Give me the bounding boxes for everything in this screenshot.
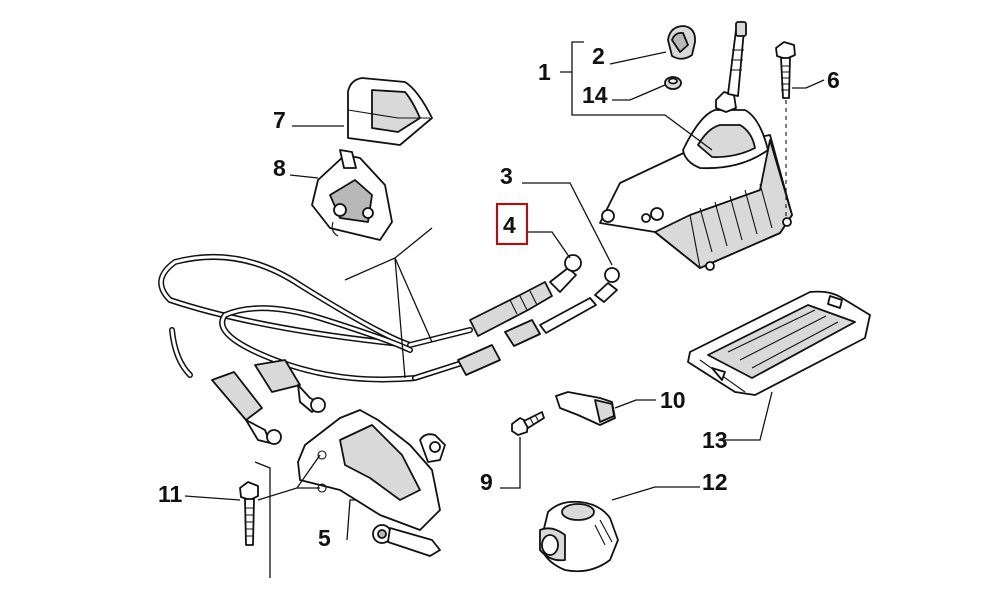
callout-11: 11 xyxy=(158,481,183,507)
part-10-bracket xyxy=(555,391,616,426)
callout-4: 4 xyxy=(503,212,516,238)
callout-2: 2 xyxy=(592,43,605,69)
part-3-select-cable xyxy=(219,267,620,413)
part-13-tray xyxy=(687,290,871,396)
callout-5: 5 xyxy=(318,525,331,551)
callout-1: 1 xyxy=(538,59,551,85)
highlight-box-4 xyxy=(496,203,528,245)
callout-8: 8 xyxy=(273,155,286,181)
callout-7: 7 xyxy=(273,107,286,133)
part-5-gearbox-bracket xyxy=(297,409,446,557)
part-2-gear-knob xyxy=(667,25,696,60)
callout-6: 6 xyxy=(827,67,840,93)
callout-9: 9 xyxy=(480,469,493,495)
part-6-bolt xyxy=(775,41,796,218)
leader-lines xyxy=(184,41,825,578)
callout-labels: 1 2 14 6 7 8 3 4 10 13 11 9 12 5 xyxy=(158,43,840,551)
part-7-cover xyxy=(347,77,433,146)
part-12-coupler xyxy=(539,500,619,573)
part-1-gear-lever-housing xyxy=(599,21,793,271)
part-4-shift-cable xyxy=(158,254,582,445)
callout-10: 10 xyxy=(660,387,686,413)
part-9-screw xyxy=(511,411,545,436)
callout-12: 12 xyxy=(702,469,728,495)
callout-3: 3 xyxy=(500,163,513,189)
callout-14: 14 xyxy=(582,82,608,108)
part-8-bracket-mechanism xyxy=(311,149,393,241)
callout-13: 13 xyxy=(702,427,728,453)
part-11-bolt xyxy=(239,481,259,546)
part-14-clip xyxy=(664,76,682,90)
